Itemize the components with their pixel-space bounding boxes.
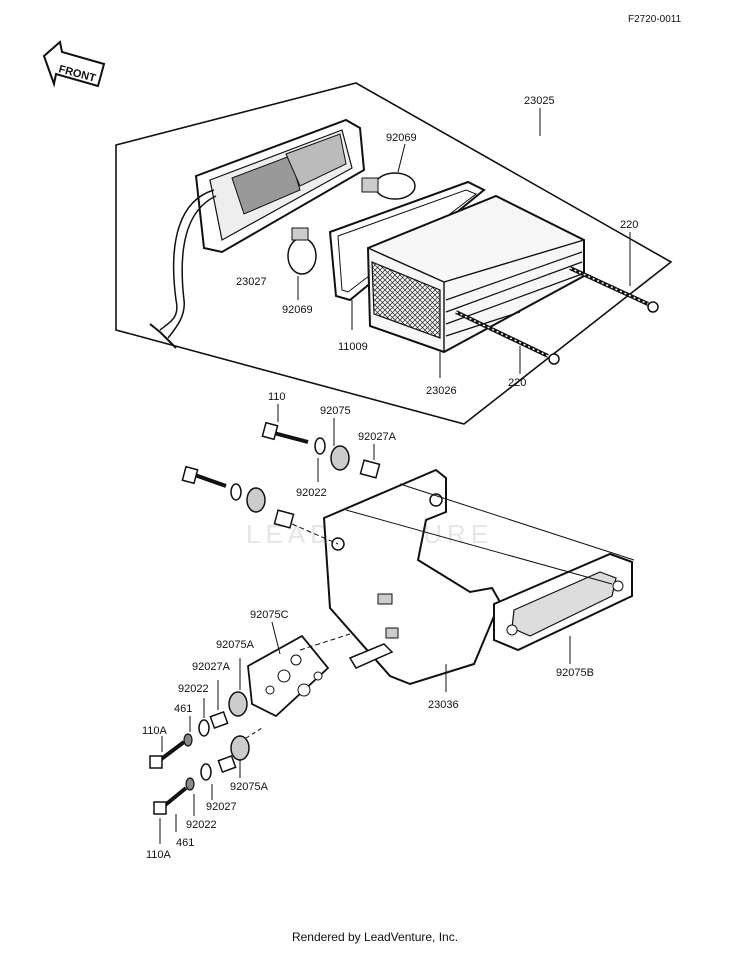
label-110A-bottom: 110A: [146, 849, 172, 861]
label-92022-left: 92022: [178, 683, 209, 695]
label-92022: 92022: [296, 487, 327, 499]
label-220-bottom: 220: [508, 377, 526, 389]
label-11009: 11009: [338, 341, 368, 353]
label-220-right: 220: [620, 219, 638, 231]
label-92022-bottom: 92022: [186, 819, 217, 831]
label-92027A-left: 92027A: [192, 661, 231, 673]
lamp-housing-23027: [149, 118, 366, 349]
label-92069-bottom: 92069: [282, 304, 313, 316]
label-92075C: 92075C: [250, 609, 289, 621]
label-461-bottom: 461: [176, 837, 194, 849]
assembly-box-23025: [115, 82, 673, 425]
label-23027: 23027: [236, 276, 267, 288]
label-92069-top: 92069: [386, 132, 417, 144]
bracket-23036: [322, 468, 502, 692]
plate-92075B: [345, 483, 635, 664]
footer-credit: Rendered by LeadVenture, Inc.: [291, 930, 459, 944]
front-arrow-icon: FRONT: [42, 40, 106, 88]
label-92075A-bottom: 92075A: [230, 781, 269, 793]
label-92075: 92075: [320, 405, 351, 417]
label-23026: 23026: [426, 385, 457, 397]
label-110A-top: 110A: [142, 725, 168, 737]
screw-220-right: [569, 232, 659, 313]
label-23036: 23036: [428, 699, 459, 711]
bulb-92069-top: [361, 143, 416, 200]
figure-code: F2720-0011: [628, 14, 682, 25]
lens-cover-23026: [366, 194, 585, 378]
hardware-row-second: [181, 465, 339, 545]
label-92027: 92027: [206, 801, 237, 813]
bulb-92069-bottom: [287, 227, 317, 300]
hardware-stack-upper: [149, 658, 248, 769]
hardware-row-upper: [261, 404, 381, 482]
label-461-top: 461: [174, 703, 192, 715]
hardware-stack-lower: [153, 727, 263, 844]
plate-92075C: [247, 621, 351, 718]
label-92075B: 92075B: [556, 667, 594, 679]
label-110: 110: [268, 391, 286, 403]
label-23025: 23025: [524, 95, 555, 107]
label-92075A-left: 92075A: [216, 639, 255, 651]
screw-220-bottom: [455, 310, 560, 374]
label-92027A: 92027A: [358, 431, 397, 443]
